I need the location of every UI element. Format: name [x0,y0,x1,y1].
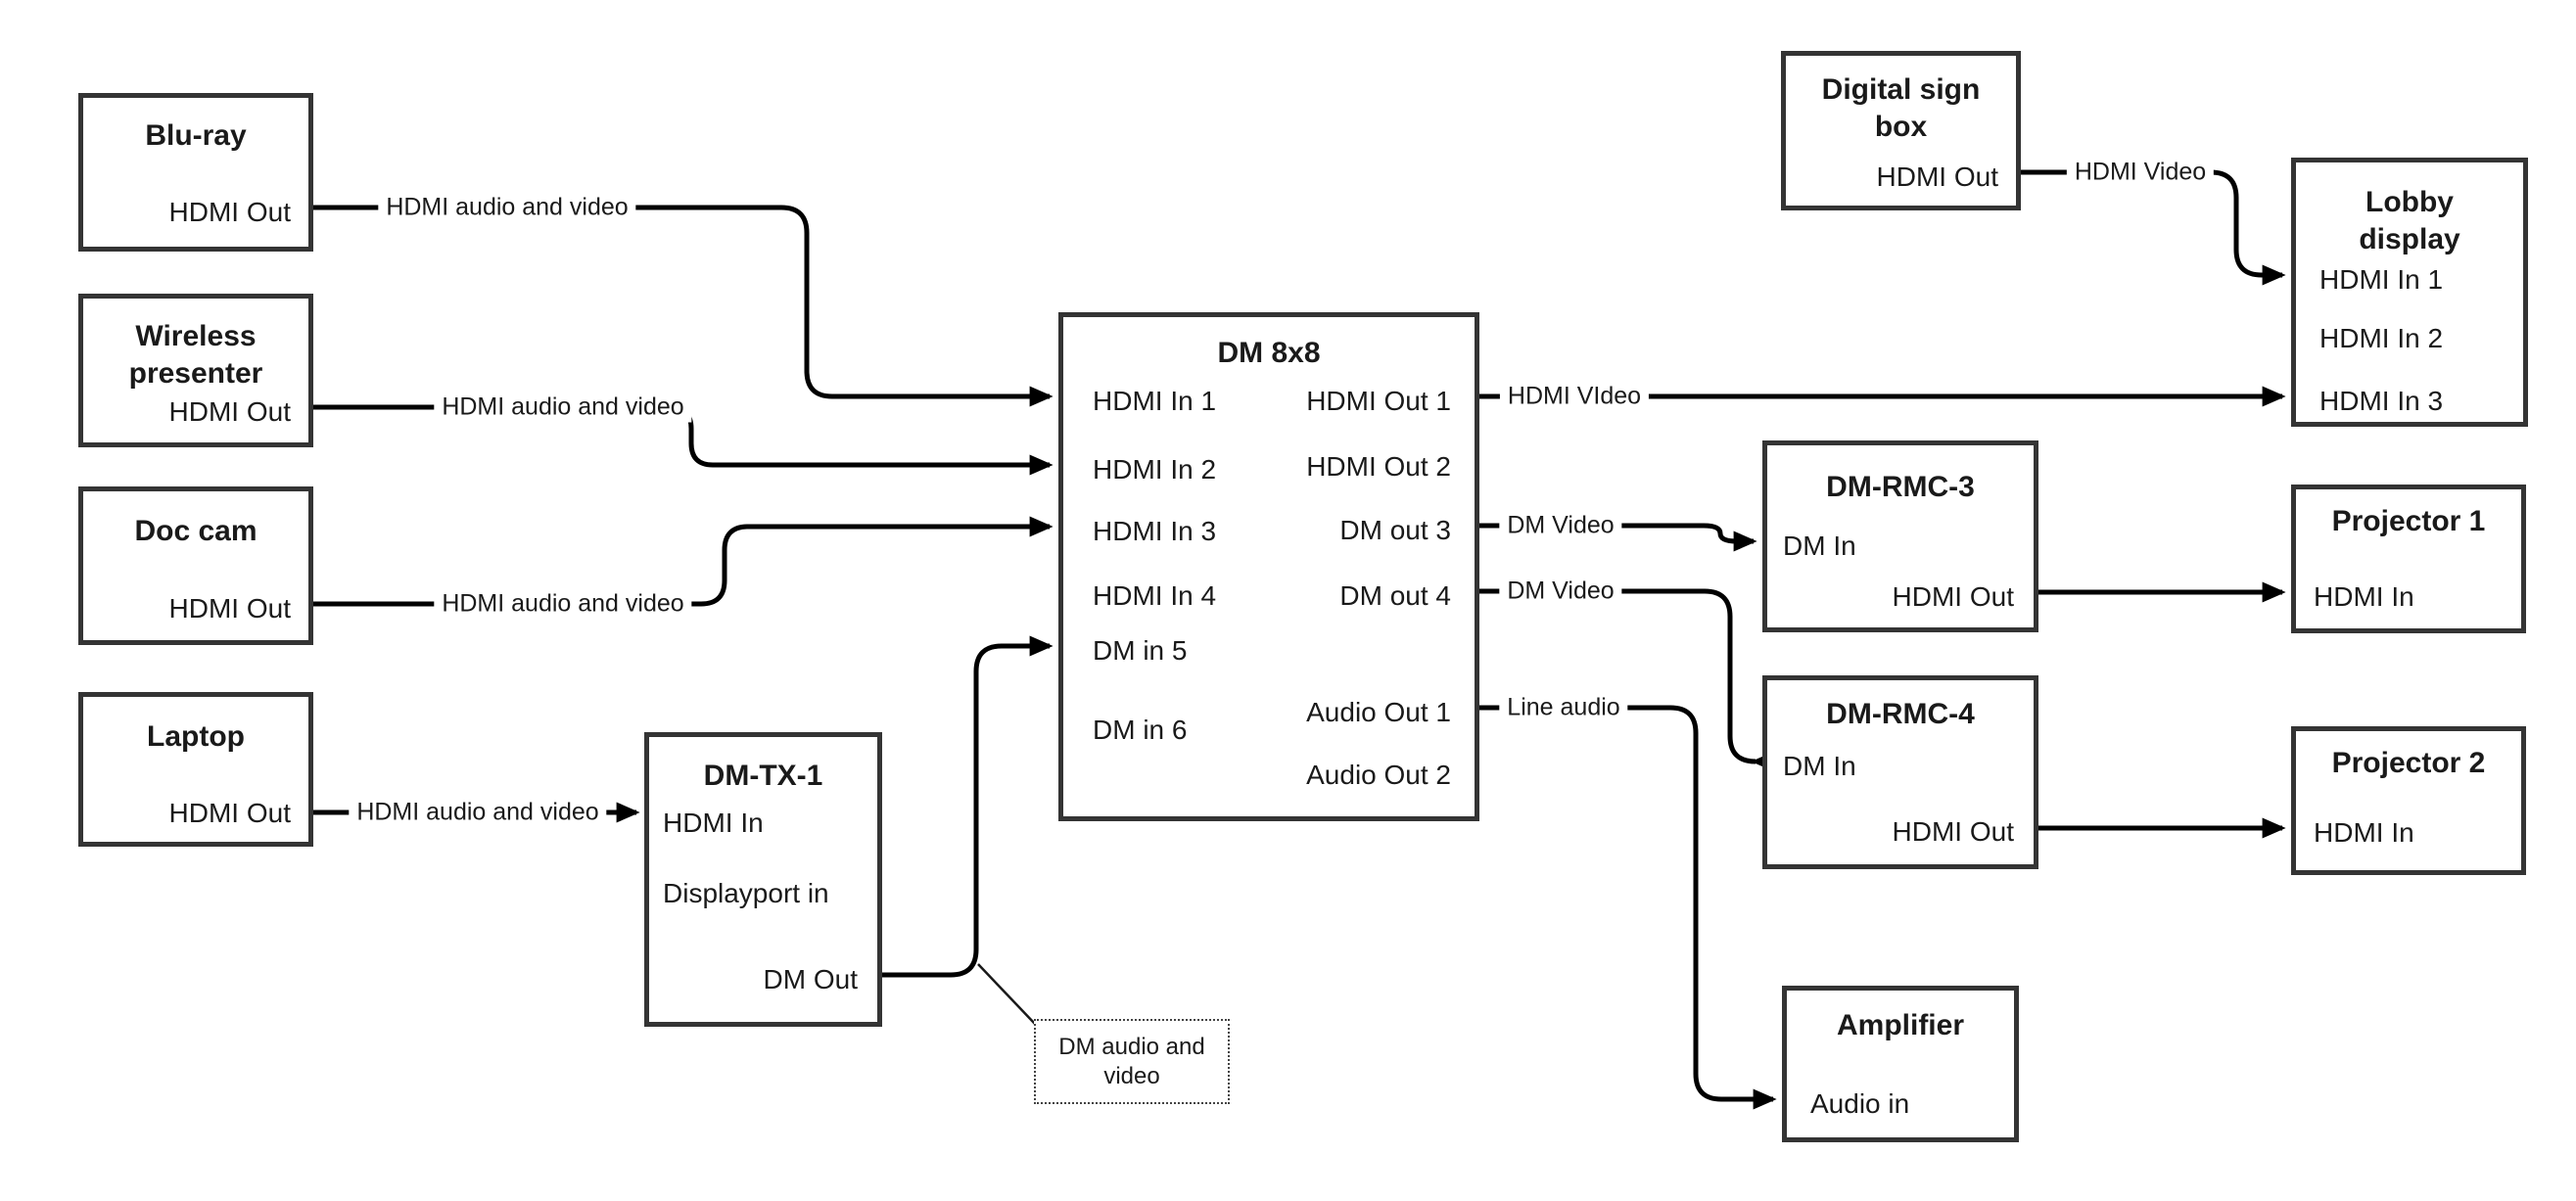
port-hdmi-in-1: HDMI In 1 [2319,264,2444,295]
wire-dm8x8-out4-to-rmc4 [1479,588,1775,772]
wire-label-hdmi-av-wireless: HDMI audio and video [434,392,692,423]
callout-pointer-line [977,963,1036,1025]
port-hdmi-out: HDMI Out [168,798,291,828]
node-amplifier: Amplifier Audio in [1782,986,2019,1142]
node-wireless-title: Wireless presenter [128,320,263,390]
port-hdmi-in-1: HDMI In 1 [1093,386,1217,416]
port-dm-out-4: DM out 4 [1339,580,1451,611]
node-projector-1: Projector 1 HDMI In [2291,485,2526,633]
node-dm-tx-1: DM-TX-1 HDMI In Displayport in DM Out [644,732,882,1027]
port-hdmi-in-2: HDMI In 2 [2319,323,2444,353]
port-audio-out-1: Audio Out 1 [1306,697,1451,727]
port-hdmi-in-2: HDMI In 2 [1093,454,1217,485]
port-hdmi-in: HDMI In [663,808,764,838]
node-dmtx1-title: DM-TX-1 [703,760,823,792]
port-dm-in-6: DM in 6 [1093,715,1188,745]
node-laptop: Laptop HDMI Out [78,692,313,847]
port-displayport-in: Displayport in [663,878,829,908]
port-hdmi-in-3: HDMI In 3 [1093,516,1217,546]
wire-dmtx1-to-dm8x8-in5 [882,635,1054,978]
node-dm-rmc-4: DM-RMC-4 DM In HDMI Out [1762,675,2038,869]
node-rmc4-title: DM-RMC-4 [1826,698,1975,730]
port-hdmi-in-3: HDMI In 3 [2319,386,2444,416]
wire-label-dm-video-out3: DM Video [1499,510,1622,541]
port-hdmi-out: HDMI Out [168,593,291,624]
port-audio-in: Audio in [1810,1088,1910,1119]
wire-label-hdmi-video-sign: HDMI Video [2066,157,2215,188]
wire-label-hdmi-av-doccam: HDMI audio and video [434,588,692,620]
wire-dm8x8-audio1-to-amp [1479,705,1777,1110]
wire-label-line-audio: Line audio [1499,692,1628,723]
wire-label-hdmi-av-bluray: HDMI audio and video [378,192,636,223]
port-audio-out-2: Audio Out 2 [1306,760,1451,790]
node-lobby-title: Lobby display [2359,186,2460,255]
node-laptop-title: Laptop [147,720,245,753]
port-dm-in-5: DM in 5 [1093,635,1188,666]
node-projector-2: Projector 2 HDMI In [2291,726,2526,875]
port-hdmi-in: HDMI In [2314,581,2414,612]
wire-doccam-to-dm8x8-in3 [313,516,1054,607]
port-hdmi-out-1: HDMI Out 1 [1306,386,1451,416]
port-hdmi-out: HDMI Out [1876,162,1998,192]
port-hdmi-out: HDMI Out [168,197,291,227]
node-doc-cam: Doc cam HDMI Out [78,486,313,645]
port-dm-in: DM In [1783,531,1856,561]
wire-label-dm-video-out4: DM Video [1499,576,1622,607]
port-dm-out: DM Out [763,964,858,994]
wire-bluray-to-dm8x8-in1 [313,205,1054,407]
port-hdmi-out: HDMI Out [1892,581,2014,612]
wire-dm8x8-out3-to-rmc3 [1479,523,1757,552]
node-sign-title: Digital sign box [1821,73,1981,143]
node-rmc3-title: DM-RMC-3 [1826,471,1975,503]
port-dm-in: DM In [1783,751,1856,781]
node-amp-title: Amplifier [1836,1009,1965,1041]
port-hdmi-out: HDMI Out [1892,816,2014,847]
port-hdmi-out: HDMI Out [168,396,291,427]
port-hdmi-in: HDMI In [2314,817,2414,848]
node-dm8x8-title: DM 8x8 [1217,337,1321,369]
node-proj2-title: Projector 2 [2331,747,2486,779]
wire-label-hdmi-av-laptop: HDMI audio and video [349,797,607,828]
node-wireless-presenter: Wireless presenter HDMI Out [78,294,313,447]
node-digital-sign-box: Digital sign box HDMI Out [1781,51,2021,210]
node-dm-8x8: DM 8x8 HDMI In 1 HDMI In 2 HDMI In 3 HDM… [1058,312,1479,821]
port-hdmi-in-4: HDMI In 4 [1093,580,1217,611]
node-bluray: Blu-ray HDMI Out [78,93,313,252]
node-doccam-title: Doc cam [134,515,258,547]
node-dm-rmc-3: DM-RMC-3 DM In HDMI Out [1762,440,2038,632]
port-hdmi-out-2: HDMI Out 2 [1306,451,1451,482]
callout-text: DM audio and video [1058,1033,1205,1089]
node-bluray-title: Blu-ray [145,119,247,152]
node-lobby-display: Lobby display HDMI In 1 HDMI In 2 HDMI I… [2291,158,2528,427]
wire-label-hdmi-video-out1: HDMI VIdeo [1499,381,1650,412]
wire-sign-to-lobby-in1 [2021,169,2286,286]
callout-dm-audio-video: DM audio and video [1034,1019,1230,1104]
node-proj1-title: Projector 1 [2331,505,2486,537]
port-dm-out-3: DM out 3 [1339,515,1451,545]
